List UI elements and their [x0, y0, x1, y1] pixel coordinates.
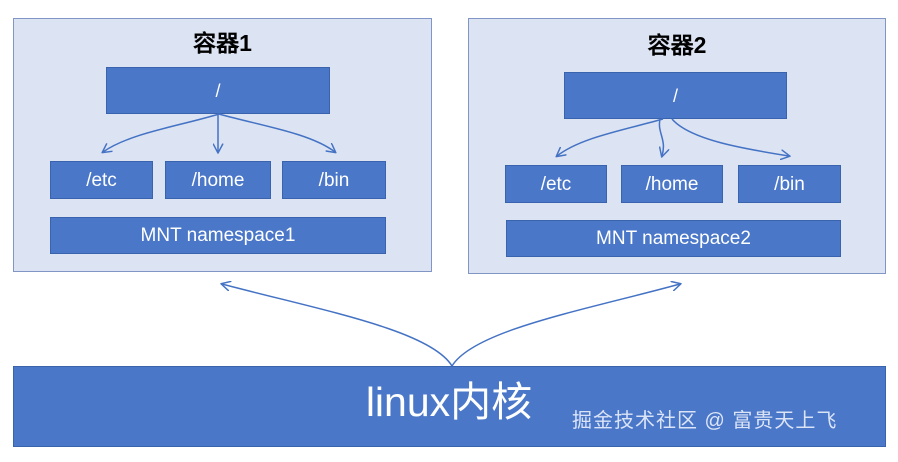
- child-node-bin-2: /bin: [738, 165, 841, 203]
- arrow-kernel-to-container-1: [222, 284, 453, 367]
- root-node-2: /: [564, 72, 787, 119]
- container-title-2: 容器2: [647, 32, 707, 58]
- mnt-namespace-node-2: MNT namespace2: [506, 220, 841, 257]
- child-node-bin-1: /bin: [282, 161, 386, 199]
- linux-kernel-label: linux内核: [365, 379, 533, 425]
- arrow-kernel-to-container-2: [451, 284, 680, 367]
- linux-kernel-box: [13, 366, 886, 447]
- child-node-etc-1: /etc: [50, 161, 153, 199]
- mnt-namespace-node-1: MNT namespace1: [50, 217, 386, 254]
- child-node-etc-2: /etc: [505, 165, 607, 203]
- child-node-home-2: /home: [621, 165, 723, 203]
- container-title-1: 容器1: [193, 30, 252, 56]
- watermark-text: 掘金技术社区 @ 富贵天上飞: [572, 410, 838, 432]
- child-node-home-1: /home: [165, 161, 271, 199]
- root-node-1: /: [106, 67, 330, 114]
